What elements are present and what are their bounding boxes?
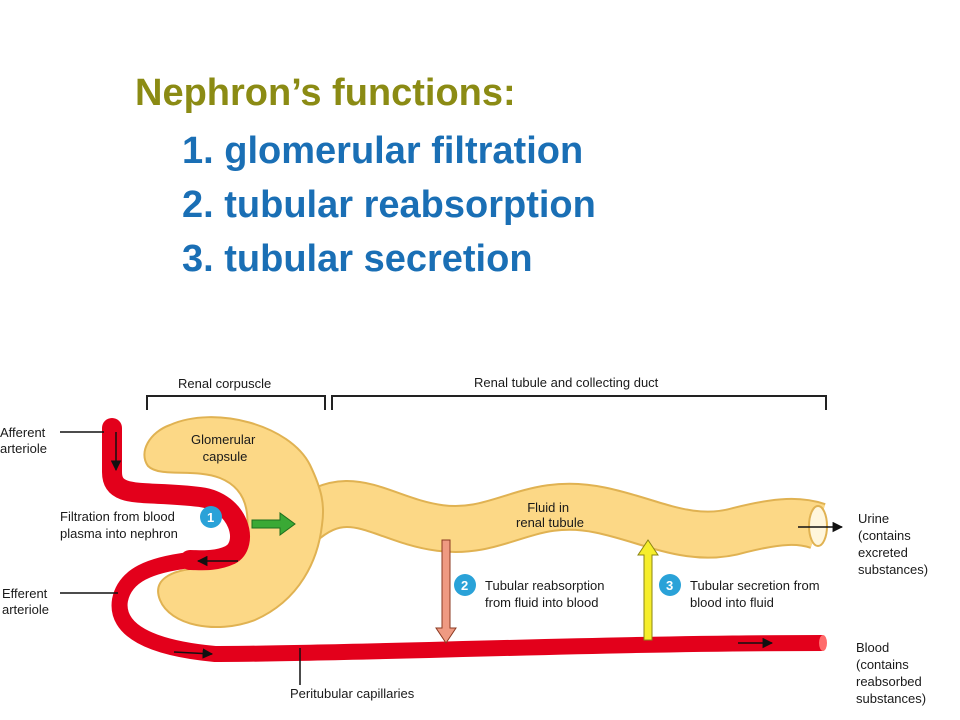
reabsorption-arrow	[435, 539, 457, 644]
blood-vessels	[102, 418, 827, 663]
peritubular-capillaries-label: Peritubular capillaries	[290, 686, 415, 701]
step-3-badge	[659, 574, 681, 596]
tubule-opening	[808, 505, 828, 547]
glomerular-capsule-label: Glomerular capsule	[191, 432, 259, 464]
filtration-arrow	[251, 512, 296, 536]
renal-corpuscle-label: Renal corpuscle	[178, 376, 271, 391]
urine-label: Urine (contains excreted substances)	[858, 511, 928, 577]
tubular-secretion-label: Tubular secretion from blood into fluid	[690, 578, 823, 610]
step-1-badge	[200, 506, 222, 528]
afferent-arteriole-label: Afferent arteriole	[0, 425, 49, 456]
renal-tubule	[283, 480, 826, 559]
filtration-label: Filtration from blood plasma into nephro…	[60, 509, 179, 541]
fluid-in-tubule-label: Fluid in renal tubule	[516, 500, 584, 530]
function-glomerular-filtration: 1. glomerular filtration	[182, 130, 584, 172]
function-tubular-reabsorption: 2. tubular reabsorption	[182, 184, 596, 226]
function-tubular-secretion: 3. tubular secretion	[182, 238, 533, 280]
glomerular-capsule	[143, 416, 325, 628]
renal-corpuscle-bracket	[146, 395, 326, 410]
secretion-arrow	[637, 539, 659, 641]
slide-title: Nephron’s functions:	[135, 72, 516, 114]
renal-tubule-bracket	[331, 395, 827, 410]
renal-tubule-label: Renal tubule and collecting duct	[474, 375, 659, 390]
step-2-number: 2	[461, 578, 468, 593]
step-3-number: 3	[666, 578, 673, 593]
step-1-number: 1	[207, 510, 214, 525]
blood-label: Blood (contains reabsorbed substances)	[856, 640, 926, 706]
step-2-badge	[454, 574, 476, 596]
capillary-flow-arrow-left	[173, 648, 214, 659]
efferent-arteriole-label: Efferent arteriole	[2, 586, 51, 617]
tubular-reabsorption-label: Tubular reabsorption from fluid into blo…	[485, 578, 608, 610]
function-list: 1. glomerular filtration 2. tubular reab…	[182, 124, 596, 286]
